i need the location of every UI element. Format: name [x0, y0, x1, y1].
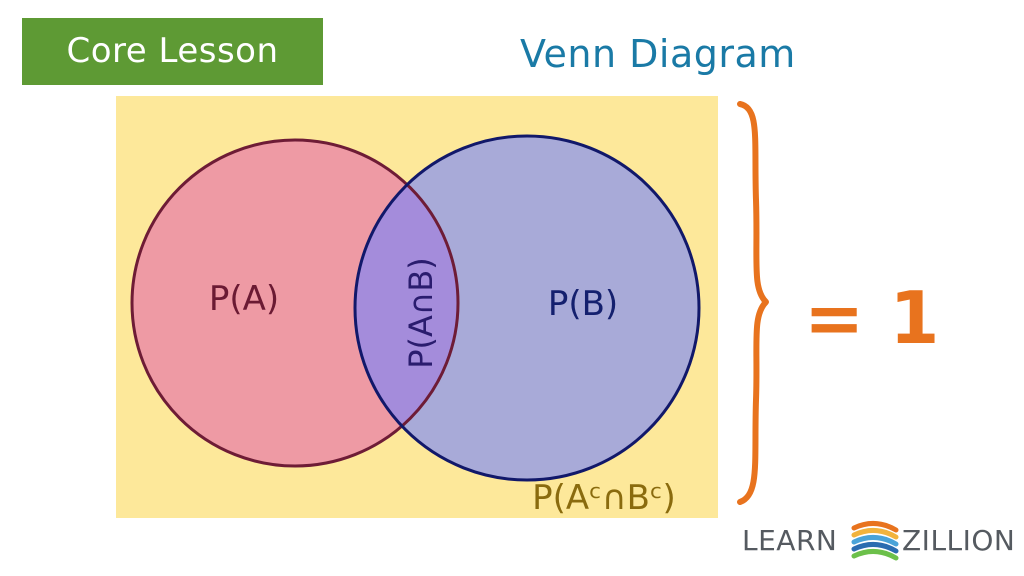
logo-swirl-stripe: [851, 521, 899, 533]
label-complement: P(Aᶜ∩Bᶜ): [532, 478, 676, 518]
circle-b: [355, 136, 699, 480]
core-lesson-badge: Core Lesson: [22, 18, 323, 85]
logo-swirl-icon: [851, 521, 899, 561]
page-title: Venn Diagram: [520, 32, 796, 76]
logo-swirl-stripe: [851, 549, 899, 561]
circle-a-outline: [130, 138, 460, 468]
label-p-a: P(A): [209, 279, 279, 319]
learnzillion-logo: LEARN ZILLION: [742, 512, 1016, 570]
label-p-a-intersect-b: P(A∩B): [402, 257, 440, 369]
logo-learn-text: LEARN: [742, 524, 838, 557]
label-p-b: P(B): [548, 284, 618, 324]
equals-one-label: = 1: [804, 276, 940, 360]
logo-swirl-stripe: [851, 528, 899, 540]
circle-b-outline: [353, 134, 701, 482]
logo-zillion-text: ZILLION: [902, 524, 1016, 557]
logo-swirl-stripe: [851, 535, 899, 547]
logo-swirl-stripe: [851, 542, 899, 554]
curly-brace: [737, 101, 769, 505]
